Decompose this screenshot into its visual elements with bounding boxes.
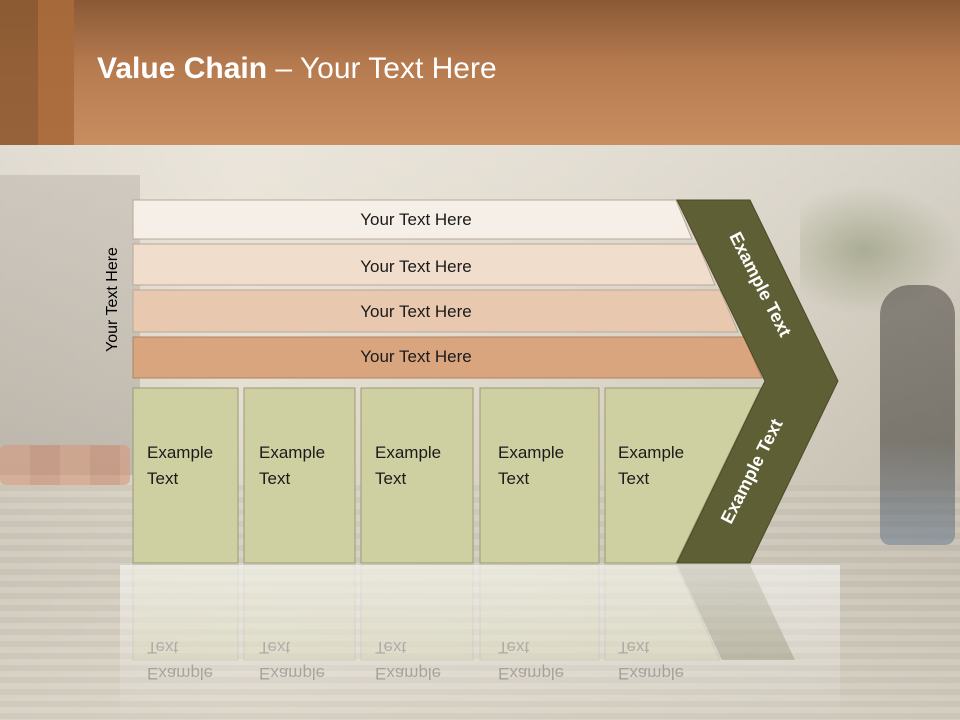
primary-activity-box[interactable]: Example Text (360, 387, 474, 564)
primary-activity-box[interactable]: Example Text (132, 387, 239, 564)
background-building (0, 175, 140, 475)
banner-stripe (38, 0, 74, 145)
slide-title[interactable]: Value Chain – Your Text Here (97, 52, 497, 86)
activity-label-line1: Example (147, 443, 213, 462)
margin-chevron[interactable]: Example Text Example Text (676, 199, 839, 564)
support-bar[interactable]: Your Text Here (132, 243, 716, 286)
support-bar[interactable]: Your Text Here (132, 336, 763, 379)
support-bar-label: Your Text Here (360, 210, 472, 229)
background-sandbags (0, 445, 130, 485)
support-bar-label: Your Text Here (360, 302, 472, 321)
activity-label-line2: Text (147, 469, 178, 488)
title-banner: Value Chain – Your Text Here (0, 0, 960, 145)
activity-box-shape (604, 387, 762, 564)
support-bar-label: Your Text Here (360, 347, 472, 366)
support-bar-shape (132, 243, 716, 286)
title-rest: – Your Text Here (267, 52, 497, 85)
support-bar-shape (132, 289, 739, 333)
activity-label-line1: Example (498, 443, 564, 462)
primary-activity-box[interactable]: Example Text (479, 387, 600, 564)
margin-chevron-shape (676, 199, 839, 564)
primary-activity-box[interactable]: Example Text (243, 387, 356, 564)
support-bar-label: Your Text Here (360, 257, 472, 276)
activity-label-line2: Text (618, 469, 649, 488)
activity-label-line1: Example (375, 443, 441, 462)
primary-activity-box[interactable]: Example Text (604, 387, 762, 564)
activity-box-shape (132, 387, 239, 564)
reflection-fade (120, 565, 840, 720)
title-bold: Value Chain (97, 52, 268, 85)
activity-box-shape (243, 387, 356, 564)
support-bar[interactable]: Your Text Here (132, 199, 693, 240)
support-bar-shape (132, 199, 693, 240)
activity-box-shape (479, 387, 600, 564)
activity-label-line1: Example (259, 443, 325, 462)
activity-label-line1: Example (618, 443, 684, 462)
activity-box-shape (360, 387, 474, 564)
support-bar[interactable]: Your Text Here (132, 289, 739, 333)
activity-label-line2: Text (498, 469, 529, 488)
support-bar-shape (132, 336, 763, 379)
banner-stripe (0, 0, 38, 145)
background-person (880, 285, 955, 545)
activity-label-line2: Text (375, 469, 406, 488)
activity-label-line2: Text (259, 469, 290, 488)
